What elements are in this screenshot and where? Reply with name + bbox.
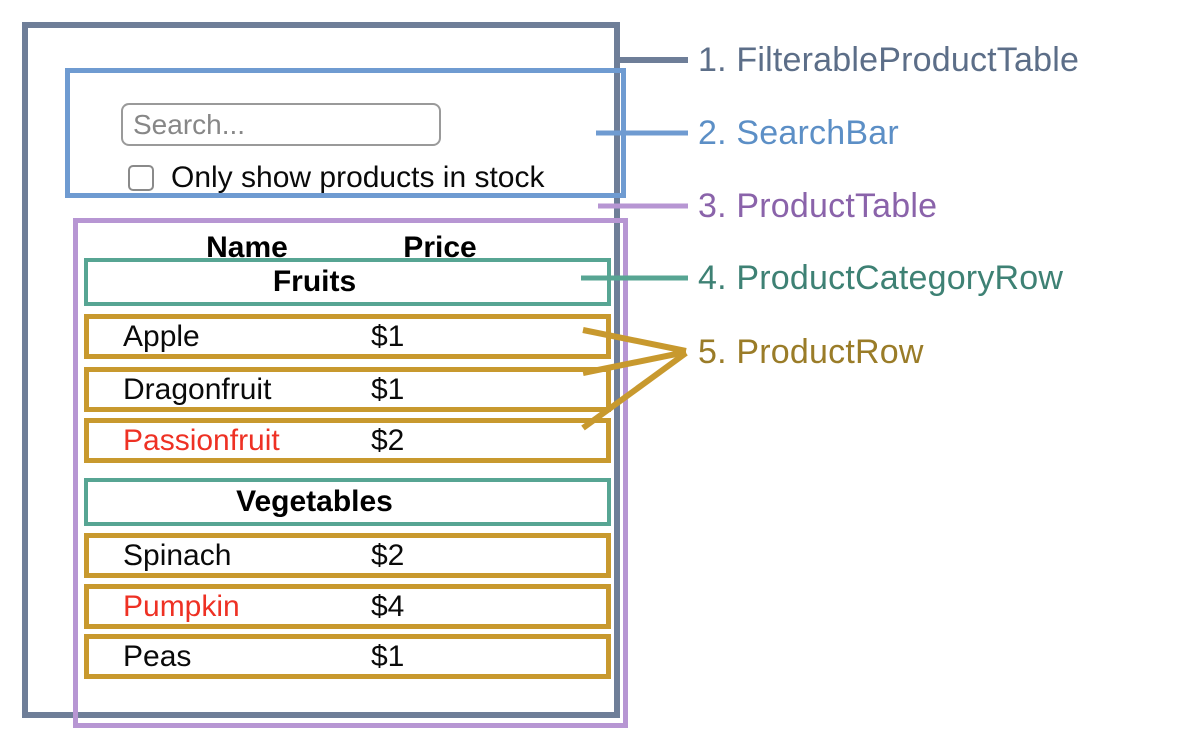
product-price: $2 [371, 539, 405, 572]
product-name-out-of-stock: Passionfruit [123, 424, 280, 457]
legend-search-bar: 2. SearchBar [698, 114, 899, 152]
product-row: Pumpkin $4 [84, 584, 611, 629]
product-row: Apple $1 [84, 314, 611, 359]
legend-product-table: 3. ProductTable [698, 187, 938, 225]
product-category-row: Vegetables [84, 478, 611, 526]
in-stock-checkbox-label: Only show products in stock [171, 161, 545, 194]
legend-product-category-row: 4. ProductCategoryRow [698, 259, 1064, 297]
product-category-row: Fruits [84, 258, 611, 306]
in-stock-checkbox[interactable] [128, 165, 154, 191]
product-price: $2 [371, 424, 405, 457]
product-price: $1 [371, 640, 405, 673]
product-price: $4 [371, 590, 405, 623]
product-row: Spinach $2 [84, 533, 611, 578]
product-row: Peas $1 [84, 634, 611, 679]
product-name-out-of-stock: Pumpkin [123, 590, 240, 623]
legend-filterable-product-table: 1. FilterableProductTable [698, 41, 1080, 79]
product-name: Dragonfruit [123, 373, 272, 406]
product-table-box [73, 218, 628, 728]
product-row: Passionfruit $2 [84, 418, 611, 463]
product-name: Peas [123, 640, 192, 673]
product-name: Spinach [123, 539, 232, 572]
legend-product-row: 5. ProductRow [698, 333, 924, 371]
product-price: $1 [371, 320, 405, 353]
product-name: Apple [123, 320, 200, 353]
filterable-product-table-box: Only show products in stock Name Price F… [22, 22, 628, 728]
search-bar-box: Only show products in stock [65, 68, 626, 198]
product-price: $1 [371, 373, 405, 406]
product-row: Dragonfruit $1 [84, 367, 611, 412]
search-input[interactable] [121, 103, 441, 146]
